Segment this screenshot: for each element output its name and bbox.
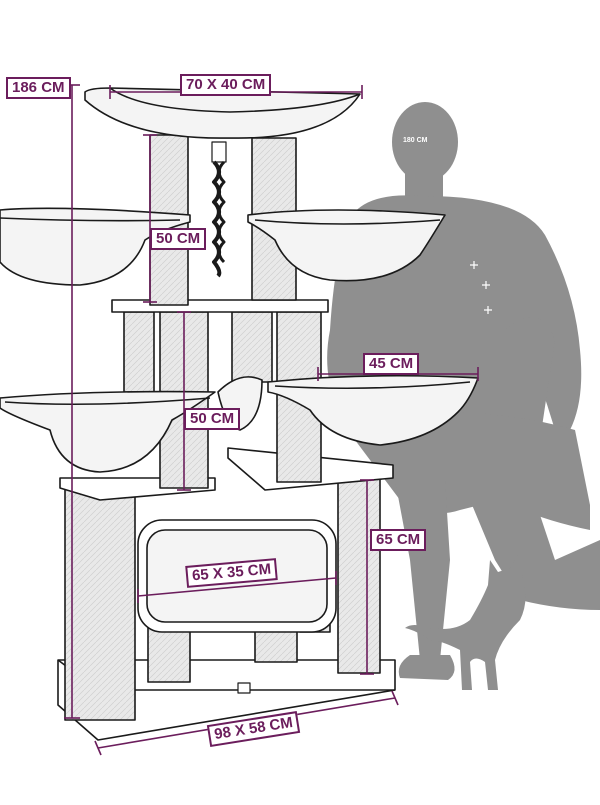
- hammock-lower-left: [0, 390, 216, 473]
- person-height-label: 180 CM: [403, 137, 428, 144]
- total-height-label: 186 CM: [6, 77, 71, 99]
- hammock-upper-left: [0, 207, 191, 286]
- post: [337, 477, 381, 674]
- middle-post-height-label: 50 CM: [184, 408, 241, 430]
- top-bed: [84, 87, 361, 139]
- lower-post-height-label: 65 CM: [370, 529, 427, 551]
- cat-tree: [0, 87, 479, 741]
- post: [231, 311, 273, 383]
- top-bed-size-label: 70 X 40 CM: [180, 74, 272, 96]
- hammock-lower-right: [267, 374, 479, 446]
- sisal-rope: [211, 141, 227, 278]
- post: [123, 311, 155, 393]
- upper-post-height-label: 50 CM: [150, 228, 207, 250]
- cat-silhouette: [405, 555, 526, 690]
- shirt-pattern: [470, 261, 492, 314]
- base-plate-handle: [237, 682, 251, 694]
- hammock-upper-right: [247, 209, 446, 282]
- hammock-width-label: 45 CM: [363, 353, 420, 375]
- post: [64, 479, 136, 721]
